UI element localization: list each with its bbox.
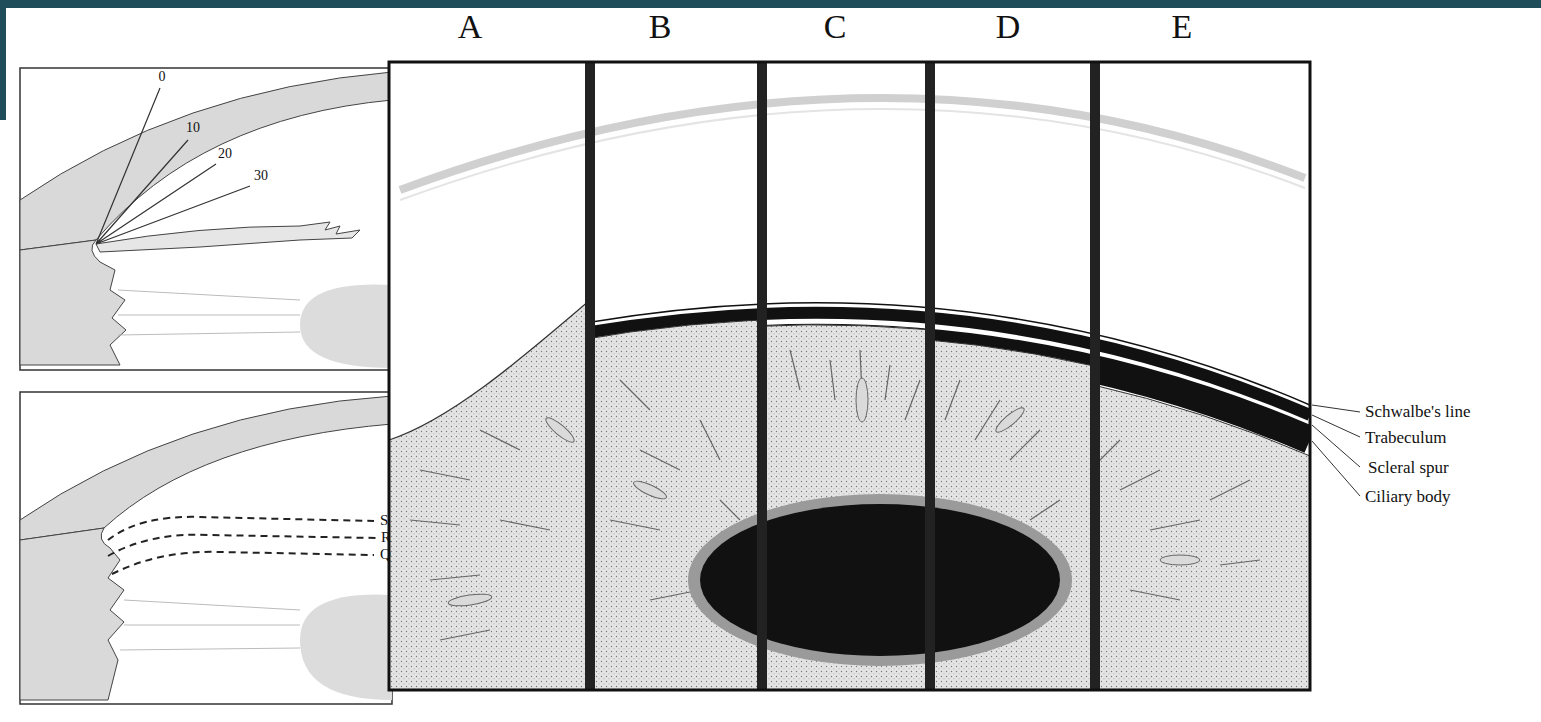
iris	[389, 300, 590, 690]
pupil	[700, 504, 1060, 656]
structure-label: Scleral spur	[1368, 459, 1449, 476]
angle-inset-top	[20, 68, 392, 370]
column-letter: B	[649, 10, 672, 44]
insertion-letter: Q	[380, 547, 391, 562]
structure-label: Schwalbe's line	[1365, 403, 1471, 420]
column-letter: C	[824, 10, 847, 44]
structure-label: Trabeculum	[1365, 429, 1447, 446]
column-letter: A	[458, 10, 483, 44]
structure-label: Ciliary body	[1365, 488, 1450, 505]
top-bar	[0, 0, 1541, 8]
angle-degree: 20	[218, 147, 232, 161]
column-letter: E	[1172, 10, 1193, 44]
angle-inset-bottom	[20, 392, 392, 704]
pupil-rim	[688, 494, 1072, 666]
angle-degree: 10	[186, 121, 200, 135]
leader-lines	[1312, 405, 1360, 496]
angle-degree: 0	[159, 70, 166, 84]
side-bar	[0, 0, 6, 120]
panel-border	[389, 62, 1310, 690]
angle-degree: 30	[254, 169, 268, 183]
insertion-letter: R	[381, 530, 391, 545]
column-letter: D	[996, 10, 1021, 44]
column-dividers	[585, 62, 1100, 690]
insertion-letter: S	[380, 513, 388, 528]
